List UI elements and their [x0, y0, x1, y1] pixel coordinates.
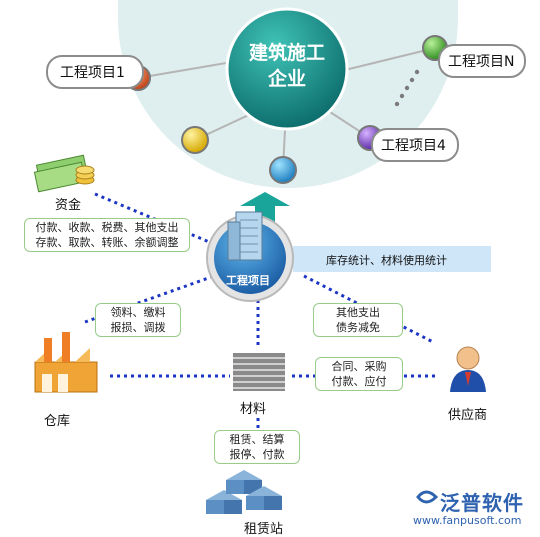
warehouse-note-line1: 领料、缴料: [110, 306, 166, 319]
enterprise-title: 建筑施工 企业: [227, 40, 347, 92]
project-4-label: 工程项目4: [381, 138, 446, 154]
funds-label: 资金: [55, 198, 82, 213]
factory-icon: [34, 332, 98, 393]
other-note-line1: 其他支出: [336, 306, 380, 319]
enterprise-circle: [225, 7, 349, 131]
brand-logo-icon: [416, 490, 439, 504]
funds-note: 付款、收款、税费、其他支出 存款、取款、转账、余额调整: [24, 218, 190, 252]
more-projects-dots: [394, 69, 420, 107]
supplier-note: 合同、采购 付款、应付: [315, 357, 403, 391]
supplier-note-line1: 合同、采购: [331, 360, 387, 373]
other-expense-note: 其他支出 债务减免: [313, 303, 403, 337]
inventory-banner-bg: [293, 246, 491, 272]
other-note-line2: 债务减免: [336, 321, 380, 334]
enterprise-line2: 企业: [267, 68, 306, 90]
up-arrow-icon: [240, 192, 290, 222]
project-n-label: 工程项目N: [448, 54, 515, 70]
supplier-note-line2: 付款、应付: [331, 375, 387, 388]
inventory-banner: 库存统计、材料使用统计: [326, 254, 447, 267]
yellow-ball: [181, 126, 209, 154]
project-4-pill[interactable]: 工程项目4: [371, 128, 459, 162]
supplier-label: 供应商: [448, 408, 488, 423]
warehouse-note: 领料、缴料 报损、调拨: [95, 303, 181, 337]
warehouse-note-line2: 报损、调拨: [110, 321, 166, 334]
building-icon: [227, 211, 263, 261]
brand: 泛普软件: [440, 492, 524, 514]
funds-note-line1: 付款、收款、税费、其他支出: [35, 221, 179, 234]
brand-url: www.fanpusoft.com: [413, 514, 522, 527]
pipes-icon: [233, 353, 285, 391]
funds-note-line2: 存款、取款、转账、余额调整: [35, 236, 179, 249]
hub-label: 工程项目: [226, 274, 270, 287]
rental-note: 租赁、结算 报停、付款: [214, 430, 300, 464]
brand-name: 泛普软件: [440, 491, 524, 515]
enterprise-line1: 建筑施工: [248, 42, 325, 64]
project-n-pill[interactable]: 工程项目N: [438, 44, 526, 78]
materials-label: 材料: [240, 402, 267, 417]
project-1-label: 工程项目1: [60, 65, 125, 81]
project-1-pill[interactable]: 工程项目1: [46, 55, 144, 89]
person-icon: [450, 346, 486, 392]
rental-note-line2: 报停、付款: [229, 448, 285, 461]
rental-note-line1: 租赁、结算: [229, 433, 285, 446]
money-icon: [33, 154, 95, 193]
rental-buildings-icon: [206, 470, 282, 514]
warehouse-label: 仓库: [44, 414, 71, 429]
blue-ball: [269, 156, 297, 184]
rental-label: 租赁站: [244, 522, 284, 537]
